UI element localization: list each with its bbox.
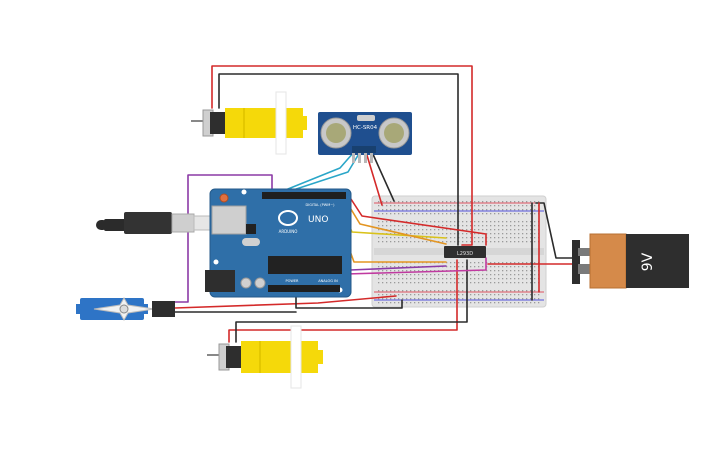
dc-motor-top[interactable] bbox=[191, 91, 307, 155]
wire-teal-sensor bbox=[277, 151, 355, 194]
motor-driver-ic[interactable]: L293D bbox=[444, 246, 486, 258]
motor-driver-label: L293D bbox=[457, 251, 473, 257]
arduino-header-analog: ANALOG IN bbox=[318, 279, 338, 283]
wire-red-d6 bbox=[348, 195, 487, 246]
arduino-model: UNO bbox=[308, 215, 328, 225]
wire-red-sensor-vcc bbox=[365, 151, 383, 206]
wire-black-top-motor bbox=[218, 73, 459, 246]
ultrasonic-sensor[interactable]: HC-SR04 bbox=[318, 112, 412, 163]
sensor-label: HC-SR04 bbox=[353, 125, 378, 131]
wire-purple-servo-signal bbox=[174, 174, 273, 303]
dc-motor-bottom[interactable] bbox=[207, 325, 323, 389]
micro-servo[interactable] bbox=[76, 296, 175, 322]
battery-label: 9V bbox=[640, 252, 656, 271]
wire-black-sensor-gnd bbox=[371, 151, 395, 202]
wire-black-arduino-gnd bbox=[295, 291, 403, 309]
wire-teal-sensor-2 bbox=[283, 151, 361, 194]
wire-red-top-motor bbox=[211, 65, 473, 246]
wire-red-servo bbox=[174, 295, 397, 309]
arduino-brand: ARDUINO bbox=[279, 229, 298, 234]
wire-black-battery bbox=[535, 202, 579, 259]
battery-9v[interactable]: 9V bbox=[572, 233, 689, 289]
wire-black-bottom-motor bbox=[235, 259, 468, 343]
wire-red-bottom-motor bbox=[228, 259, 458, 343]
arduino-header-digital: DIGITAL (PWM~) bbox=[305, 203, 335, 207]
arduino-uno[interactable]: UNO ARDUINO DIGITAL (PWM~) POWER ANALOG … bbox=[205, 188, 352, 298]
usb-cable[interactable] bbox=[96, 212, 215, 234]
arduino-header-power: POWER bbox=[286, 279, 300, 283]
